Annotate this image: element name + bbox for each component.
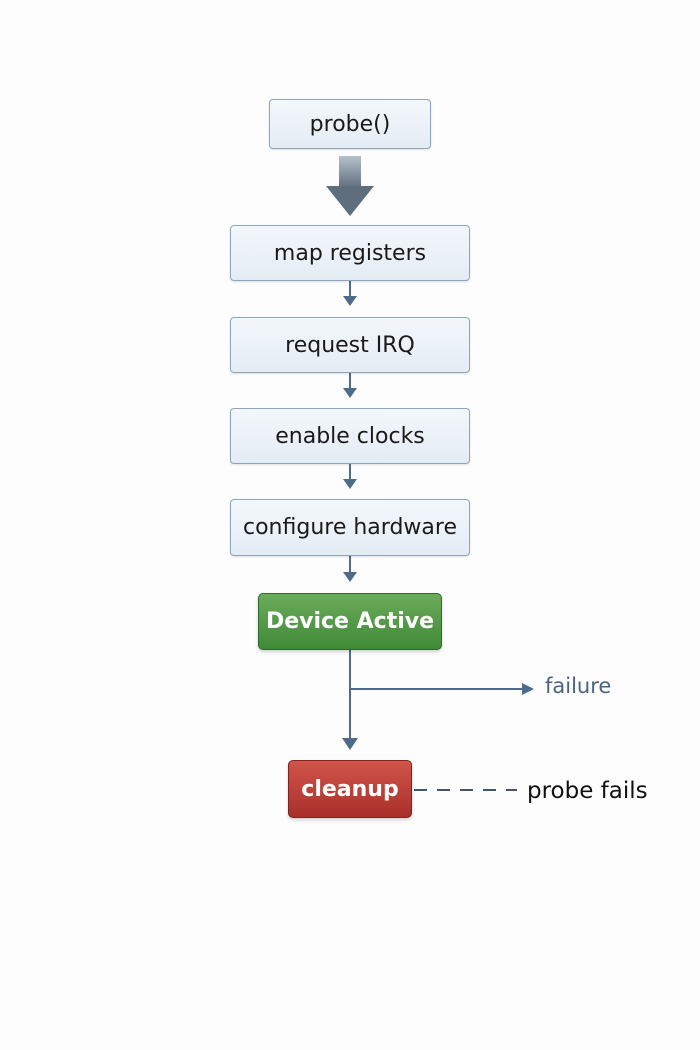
step-enable-clocks: enable clocks xyxy=(230,408,470,464)
step-configure-hardware: configure hardware xyxy=(230,499,470,556)
step-label: enable clocks xyxy=(275,423,425,449)
failure-label: failure xyxy=(545,674,612,698)
failure-branch-arrow xyxy=(350,683,534,695)
probe-start-label: probe() xyxy=(309,111,391,137)
step-request-irq: request IRQ xyxy=(230,317,470,373)
step-label: request IRQ xyxy=(285,332,415,358)
device-active-label: Device Active xyxy=(265,609,435,634)
arrow-active-to-cleanup xyxy=(342,650,358,750)
cleanup-node: cleanup xyxy=(288,760,412,818)
step-label: configure hardware xyxy=(243,515,457,540)
arrow-irq-to-clocks xyxy=(343,373,357,398)
cleanup-label: cleanup xyxy=(301,776,399,802)
device-active-node: Device Active xyxy=(258,593,442,650)
arrow-map-to-irq xyxy=(343,281,357,306)
step-label: map registers xyxy=(273,240,427,266)
arrow-clocks-to-configure xyxy=(343,464,357,489)
step-map-registers: map registers xyxy=(230,225,470,281)
big-down-arrow xyxy=(326,156,374,216)
arrow-configure-to-active xyxy=(343,556,357,582)
probe-start-node: probe() xyxy=(269,99,431,149)
probe-fails-label: probe fails xyxy=(527,778,648,804)
